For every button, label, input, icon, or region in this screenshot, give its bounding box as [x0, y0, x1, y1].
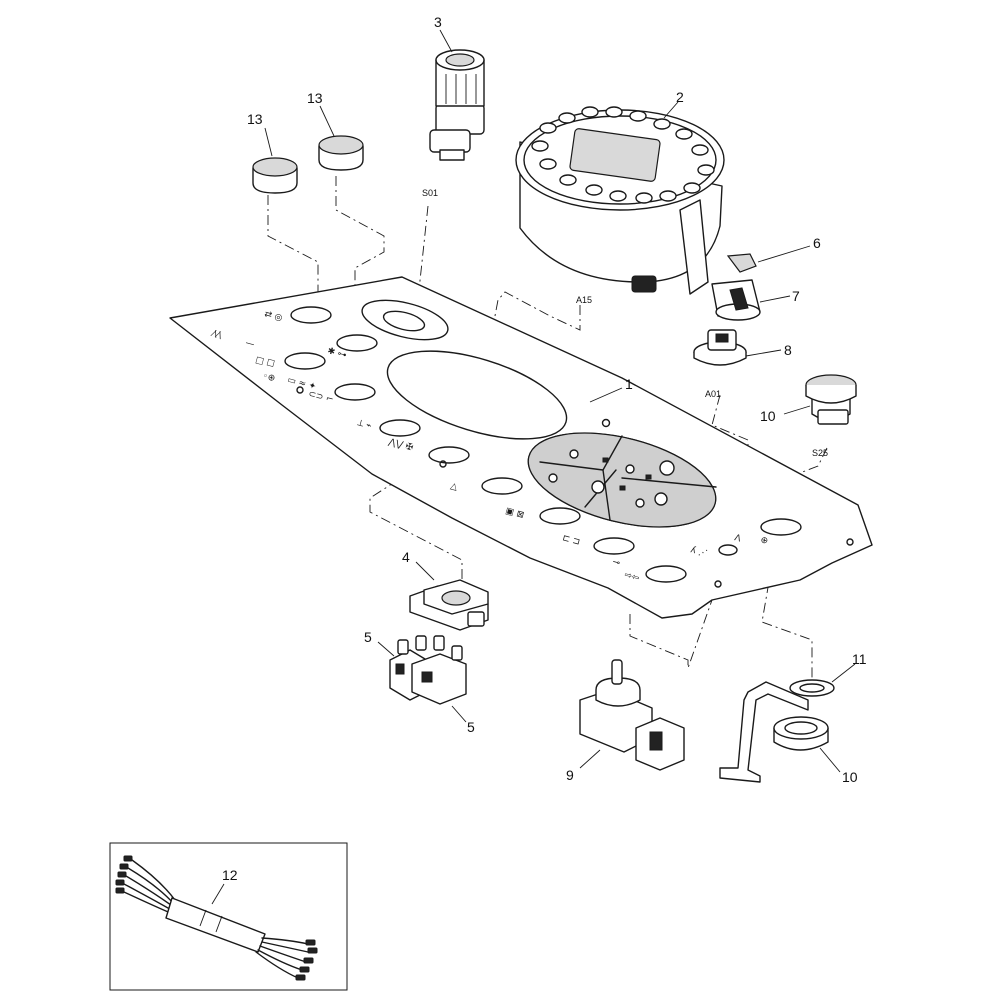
callout-2: 2	[676, 89, 684, 105]
reference-labels: S01 A15 A01 S25	[422, 188, 828, 458]
svg-text:⊏ ⊐: ⊏ ⊐	[561, 533, 581, 547]
svg-text:▣ ⊠: ▣ ⊠	[504, 506, 525, 521]
leader-lines	[211, 29, 856, 905]
callout-10-upper: 10	[760, 408, 776, 424]
base-part-8	[693, 329, 747, 366]
svg-text:⊕: ⊕	[759, 535, 769, 547]
callout-10-lower: 10	[842, 769, 858, 785]
harness-inset	[109, 842, 348, 991]
callout-13-left: 13	[247, 111, 263, 127]
svg-text:—: —	[244, 338, 255, 350]
svg-text:⁄\⁄\: ⁄\⁄\	[209, 329, 223, 342]
svg-text:Λ: Λ	[733, 533, 742, 544]
callout-7: 7	[792, 288, 800, 304]
nut-part-10	[773, 716, 829, 751]
svg-text:⟂ ⌁: ⟂ ⌁	[356, 418, 372, 431]
keypad-area	[527, 432, 717, 528]
callout-6: 6	[813, 235, 821, 251]
svg-text:✱ ⊶: ✱ ⊶	[326, 346, 347, 361]
callout-numbers: 1 2 3 4 5 5 6 7 8 9 10 10 11 12 13 13	[222, 14, 867, 883]
bracket-part-11	[719, 679, 835, 783]
pushbutton-part-10	[805, 374, 857, 425]
callout-5-upper: 5	[364, 629, 372, 645]
panel-holes	[284, 306, 854, 588]
callout-12: 12	[222, 867, 238, 883]
svg-text:◦⊕: ◦⊕	[261, 371, 276, 384]
callout-13-right: 13	[307, 90, 323, 106]
svg-text:⇄ ◎: ⇄ ◎	[263, 309, 283, 323]
lens-part-6	[726, 253, 757, 273]
contacts-part-5	[389, 635, 467, 705]
callout-3: 3	[434, 14, 442, 30]
cap-part-13-left	[252, 157, 298, 194]
callout-8: 8	[784, 342, 792, 358]
svg-text:□ ☐: □ ☐	[254, 355, 275, 370]
panel-part-1: ⁄\⁄\ — □ ☐ ◦⊕ ▭ ≈ ✦ ⊂⊃ ⌐ ⇄ ◎ ✱ ⊶ ⟂ ⌁ ⋀⋁ …	[169, 276, 873, 619]
svg-text:⊸: ⊸	[611, 557, 621, 569]
svg-text:ʎ ⋰: ʎ ⋰	[689, 545, 708, 559]
ref-s25: S25	[812, 448, 828, 458]
ref-a01: A01	[705, 389, 721, 399]
knob-part-7	[711, 279, 761, 321]
callout-1: 1	[625, 376, 633, 392]
gauge-indicator-lights	[531, 106, 715, 204]
ref-a15: A15	[576, 295, 592, 305]
callout-9: 9	[566, 767, 574, 783]
svg-text:⇨⇦: ⇨⇦	[623, 570, 640, 584]
ref-s01: S01	[422, 188, 438, 198]
callout-5-lower: 5	[467, 719, 475, 735]
cap-part-13-right	[318, 135, 364, 171]
callout-4: 4	[402, 549, 410, 565]
housing-part-4	[409, 579, 489, 631]
gauge-part-2	[515, 106, 725, 295]
sensor-part-9	[579, 659, 685, 771]
svg-text:△: △	[449, 481, 458, 492]
switch-part-3	[429, 49, 485, 161]
callout-11: 11	[852, 651, 867, 667]
